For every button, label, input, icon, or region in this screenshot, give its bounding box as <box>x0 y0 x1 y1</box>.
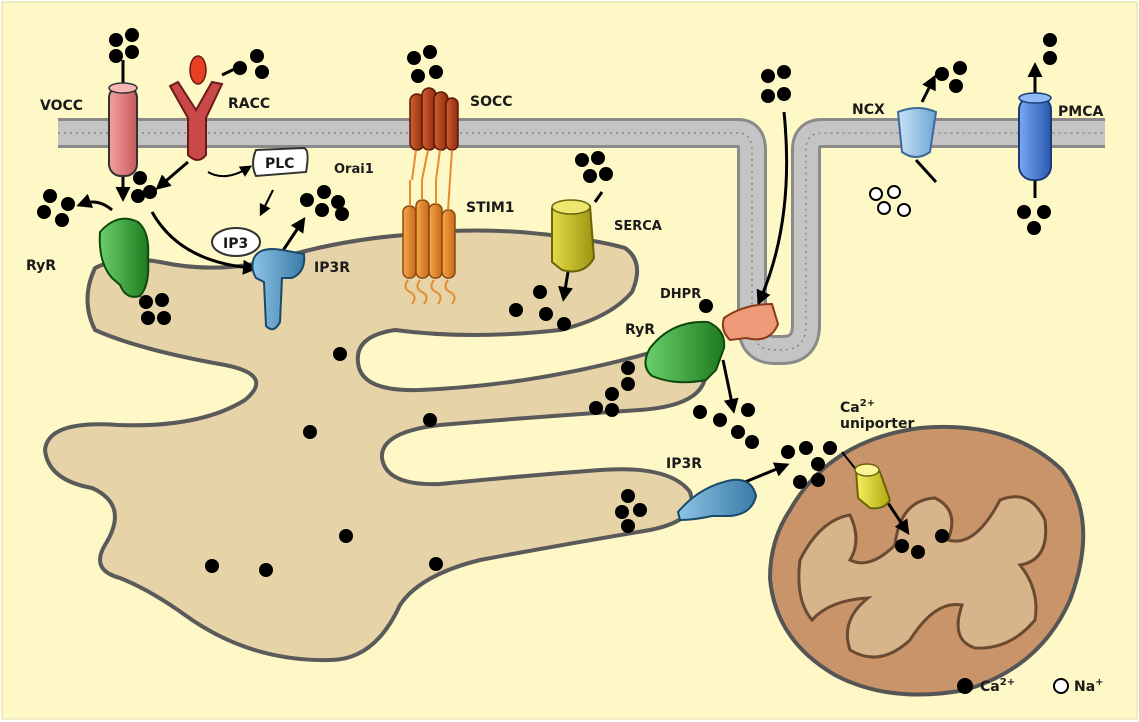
serca-pump <box>552 200 594 272</box>
label-racc: RACC <box>228 96 270 112</box>
label-orai1: Orai1 <box>334 162 374 177</box>
label-socc: SOCC <box>470 94 513 110</box>
label-ryr-right: RyR <box>625 322 655 338</box>
label-ip3: IP3 <box>223 236 248 252</box>
label-ca-uniporter-line2: uniporter <box>840 416 914 432</box>
legend-ca-marker <box>957 678 973 694</box>
label-ncx: NCX <box>852 102 885 118</box>
label-dhpr: DHPR <box>660 287 701 302</box>
label-serca: SERCA <box>614 219 662 234</box>
label-pmca: PMCA <box>1058 104 1103 120</box>
legend-na-marker <box>1054 679 1068 693</box>
label-ip3r-bottom: IP3R <box>666 456 702 472</box>
label-ryr-left: RyR <box>26 258 56 274</box>
label-vocc: VOCC <box>40 98 83 114</box>
pmca-pump <box>1019 80 1051 180</box>
label-ip3r-top: IP3R <box>314 260 350 276</box>
ncx-exchanger <box>898 108 936 157</box>
label-plc: PLC <box>265 156 294 172</box>
label-stim1: STIM1 <box>466 200 515 216</box>
